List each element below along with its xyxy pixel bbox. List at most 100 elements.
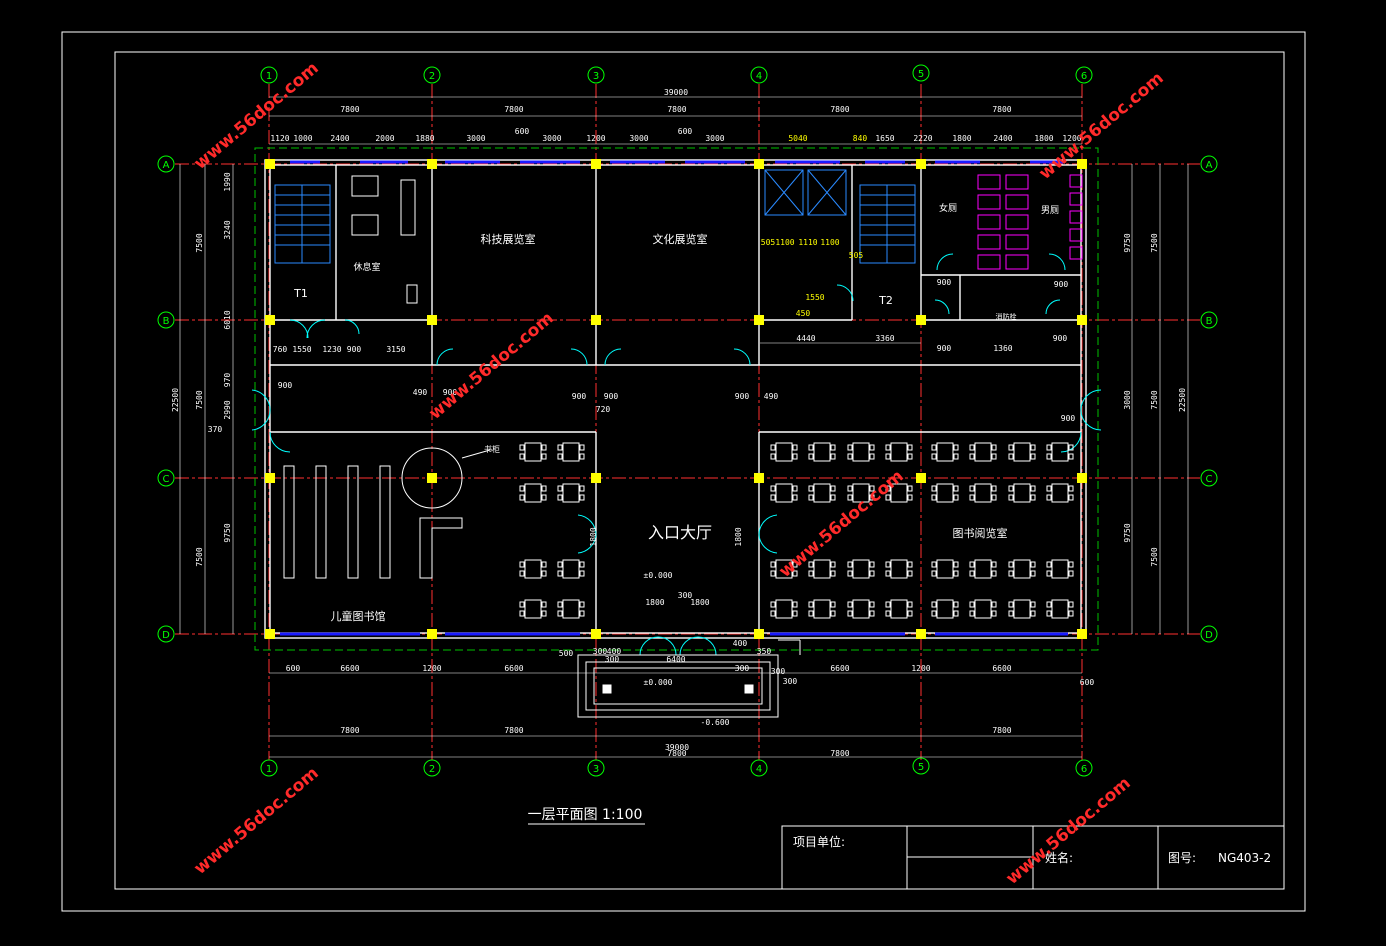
level-outside: -0.600 [701,718,730,727]
reading-table [969,483,997,503]
reading-table [770,483,798,503]
dim-wc-3: 1360 [993,344,1012,353]
dim-bottom-6: 6600 [992,664,1011,673]
drawing-title: 一层平面图 1:100 [528,807,643,823]
dim-top-15: 2220 [913,134,932,143]
site-outline [254,147,1099,651]
reading-table [847,483,875,503]
dim-wc-0: 900 [937,278,952,287]
dim-lobby-0: 1800 [645,598,664,607]
watermark-5: www.56doc.com [190,763,322,879]
reading-table [885,483,913,503]
dim-left-a: 7500 [195,233,204,252]
dim-entry-4: 6400 [666,655,685,664]
room-culture-exhibition: 文化展览室 [653,232,708,246]
reading-table [1046,442,1074,462]
dim-top-11: 3000 [705,134,724,143]
reading-table [847,559,875,579]
reading-table [808,599,836,619]
axis-label-D-right: D [1205,630,1213,641]
level-entry: ±0.000 [644,678,673,687]
dim-top-9: 3000 [629,134,648,143]
dim-bottom-bay-2: 7800 [504,726,523,735]
dim-right-e: 3000 [1123,390,1132,409]
dim-top-12: 5040 [788,134,807,143]
windows [280,160,1068,636]
dim-top-1: 1000 [293,134,312,143]
dim-wc-4: 900 [1053,334,1068,343]
dim-right-a: 7500 [1150,233,1159,252]
dim-right-c: 7500 [1150,547,1159,566]
drawing-number-label: 图号: [1168,851,1196,865]
dim-top-13: 840 [853,134,868,143]
reading-table [847,442,875,462]
walls [264,159,1087,639]
dim-hall-2: 900 [572,392,587,401]
axis-label-C-left: C [163,474,170,485]
dim-left-g: 1990 [223,172,232,191]
room-reading-room: 图书阅览室 [953,526,1008,540]
dim-entry-7: 300 [735,664,750,673]
reading-table [931,599,959,619]
entrance-steps [577,639,801,718]
dim-door-0: 900 [278,381,293,390]
dim-left-d: 9750 [223,523,232,542]
bookcase-label: 书柜 [484,444,500,454]
dim-hall-4: 720 [596,405,611,414]
room-men-toilet: 男厕 [1041,205,1059,216]
room-rest: 休息室 [353,261,380,273]
dim-left-f: 6010 [223,310,232,329]
axis-label-6-bottom: 6 [1081,764,1087,775]
dim-top-16: 1800 [952,134,971,143]
inner-frame [114,51,1285,890]
dim-lobby-4: 1800 [734,527,743,546]
outer-frame [61,31,1306,912]
dim-lobby-2: 1800 [690,598,709,607]
dim-top-6: 600 [515,127,530,136]
axis-bubbles [157,64,1218,777]
axis-label-4-top: 4 [756,71,762,82]
reading-table [770,599,798,619]
dim-t2-8: 3360 [875,334,894,343]
reading-table [557,599,585,619]
reading-table [885,599,913,619]
title-block [781,825,1285,890]
reading-table [1046,559,1074,579]
dim-door-2: 370 [208,425,223,434]
dim-left-e: 3240 [223,220,232,239]
reading-table [519,442,547,462]
dim-lobby-1: 300 [678,591,693,600]
axis-labels: 1 2 3 4 5 6 1 2 3 4 5 6 A B C D A B C D [162,69,1213,775]
doors [251,253,1102,656]
dim-entry-0: 500 [559,649,574,658]
dim-bay-1: 7800 [340,105,359,114]
room-women-toilet: 女厕 [939,202,957,214]
dim-door-1: 900 [1061,414,1076,423]
dim-bottom-5: 1200 [911,664,930,673]
dimension-lines [179,96,1189,758]
dim-bay-5: 7800 [992,105,1011,114]
dim-bottom-7: 600 [1080,678,1095,687]
dim-lobby-3: 1800 [589,527,598,546]
dim-top-4: 1880 [415,134,434,143]
reading-table [519,559,547,579]
outer-wall [264,159,1087,639]
watermark-2: www.56doc.com [1035,68,1167,184]
dim-bottom-0: 600 [286,664,301,673]
elevators [764,169,847,216]
axis-label-3-bottom: 3 [593,764,599,775]
dim-t2-4: 505 [849,251,864,260]
dim-t2-1: 1100 [775,238,794,247]
dim-top-5: 3000 [466,134,485,143]
reading-table [808,483,836,503]
dim-hall-0: 490 [413,388,428,397]
stair-t2 [859,184,916,264]
axis-label-B-right: B [1206,316,1213,327]
dim-t2-0: 505 [761,238,776,247]
fire-hydrant-label: 消防栓 [996,312,1017,321]
dim-left-b: 7500 [195,390,204,409]
dim-bay-2: 7800 [504,105,523,114]
watermark-3: www.56doc.com [425,308,557,424]
dim-entry-1: 300 [593,647,608,656]
